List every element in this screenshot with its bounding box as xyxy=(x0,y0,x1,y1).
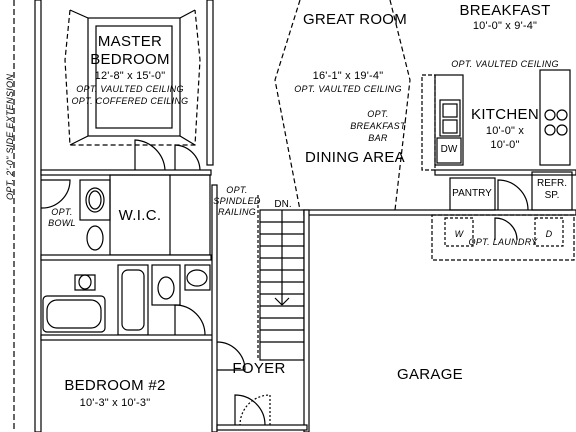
dryer xyxy=(534,217,564,247)
closet-door xyxy=(174,144,201,171)
breakfast-bar xyxy=(421,74,436,171)
breakfast-vaulted-note: OPT. VAULTED CEILING xyxy=(451,59,559,69)
left-exterior-wall xyxy=(34,0,42,432)
coffered-ceiling-outline xyxy=(64,9,201,146)
bath-wall xyxy=(40,254,212,261)
master-bedroom-label-2: BEDROOM xyxy=(90,51,170,68)
vanity xyxy=(151,264,181,306)
master-vaulted-note: OPT. VAULTED CEILING xyxy=(76,84,184,94)
toilet-1 xyxy=(86,225,104,251)
breakfast-bar-note-1: OPT. xyxy=(367,109,389,119)
cooktop xyxy=(544,109,556,121)
railing-note-2: SPINDLED xyxy=(213,196,261,206)
washer xyxy=(444,217,474,247)
refr-label-1: REFR. xyxy=(537,178,567,189)
stairs-down-label: DN. xyxy=(274,199,292,210)
coffered-inner-2 xyxy=(95,25,173,129)
refr-label-2: SP. xyxy=(544,190,560,201)
wic-label: W.I.C. xyxy=(118,207,162,224)
vault-line-right xyxy=(389,0,411,211)
side-extension-label: OPT. 2'-0" SIDE EXTENSION xyxy=(5,73,15,200)
breakfast-bar-note-2: BREAKFAST xyxy=(350,121,406,131)
kitchen-dims-2: 10'-0" xyxy=(490,139,520,151)
dishwasher xyxy=(436,137,462,164)
breakfast-bar-note-3: BAR xyxy=(368,133,388,143)
breakfast-label: BREAKFAST xyxy=(459,2,551,19)
kitchen-dims-1: 10'-0" x xyxy=(485,125,525,137)
bedroom2-dims: 10'-3" x 10'-3" xyxy=(79,397,151,409)
master-bottom-wall xyxy=(40,169,212,176)
laundry-label: OPT. LAUNDRY xyxy=(468,237,538,247)
master-coffered-note: OPT. COFFERED CEILING xyxy=(71,96,189,106)
dining-area-label: DINING AREA xyxy=(305,149,405,166)
master-door xyxy=(134,139,166,171)
bowl-note-1: OPT. xyxy=(51,207,73,217)
washer-label: W xyxy=(454,229,464,239)
tub xyxy=(42,295,106,333)
master-right-wall xyxy=(206,0,214,166)
great-room-dims: 16'-1" x 19'-4" xyxy=(312,70,384,82)
breakfast-dims: 10'-0" x 9'-4" xyxy=(472,20,538,32)
foyer-label: FOYER xyxy=(232,360,286,377)
coffered-inner xyxy=(87,17,181,137)
kitchen-lower-wall xyxy=(434,169,576,176)
toilet-2 xyxy=(157,276,175,300)
vault-line-left xyxy=(274,0,301,211)
refr-space xyxy=(531,171,573,211)
master-bedroom-dims: 12'-8" x 15'-0" xyxy=(94,70,166,82)
sink xyxy=(186,269,208,287)
pantry-label: PANTRY xyxy=(452,188,492,199)
laundry xyxy=(431,214,575,261)
garage-wall xyxy=(303,209,576,216)
bowl-sink xyxy=(85,187,105,213)
kitchen-sink xyxy=(439,99,461,137)
railing-note-1: OPT. xyxy=(226,185,248,195)
bath-bottom-wall xyxy=(40,334,217,341)
railing-note-3: RAILING xyxy=(217,207,257,217)
dryer-label: D xyxy=(545,229,553,239)
kitchen-counter-right xyxy=(539,69,571,166)
great-room-label: GREAT ROOM xyxy=(302,11,408,28)
master-bedroom-label-1: MASTER xyxy=(97,33,163,50)
pantry xyxy=(449,177,496,211)
great-room-vaulted-note: OPT. VAULTED CEILING xyxy=(294,84,402,94)
garage-label: GARAGE xyxy=(397,366,463,383)
entry-wall xyxy=(216,424,308,431)
dw-label: DW xyxy=(440,144,458,155)
kitchen-label: KITCHEN xyxy=(471,106,539,123)
bedroom2-label: BEDROOM #2 xyxy=(64,377,166,394)
hall-wall xyxy=(211,184,218,432)
bowl-note-2: BOWL xyxy=(48,218,76,228)
